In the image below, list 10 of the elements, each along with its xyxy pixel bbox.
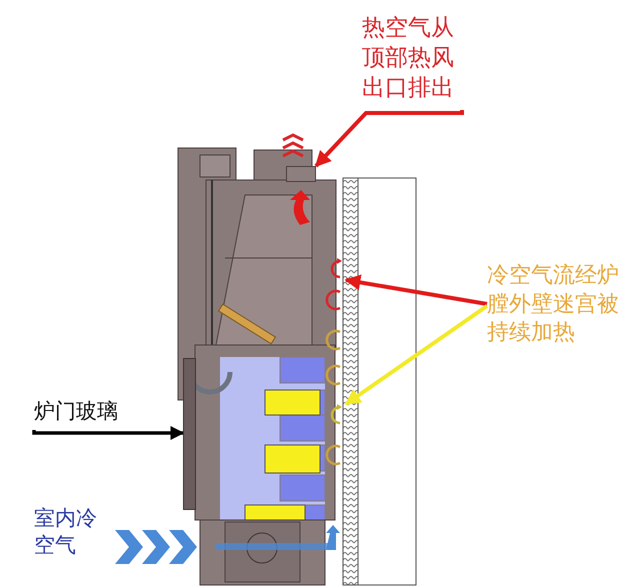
leader-arrow [314,110,464,168]
callout-text: 炉门玻璃 [34,398,130,430]
leader-arrow [32,426,184,440]
callout-text: 冷空气流经炉膛外壁迷宫被持续加热 [487,262,633,354]
leader-arrow [344,304,489,406]
hot-air-outlet [286,166,316,182]
door-glass [183,358,196,510]
air-label: 室内冷空气 [34,505,98,560]
callout-text: 热空气从顶部热风出口排出 [362,14,462,110]
leader-arrow [344,274,489,306]
